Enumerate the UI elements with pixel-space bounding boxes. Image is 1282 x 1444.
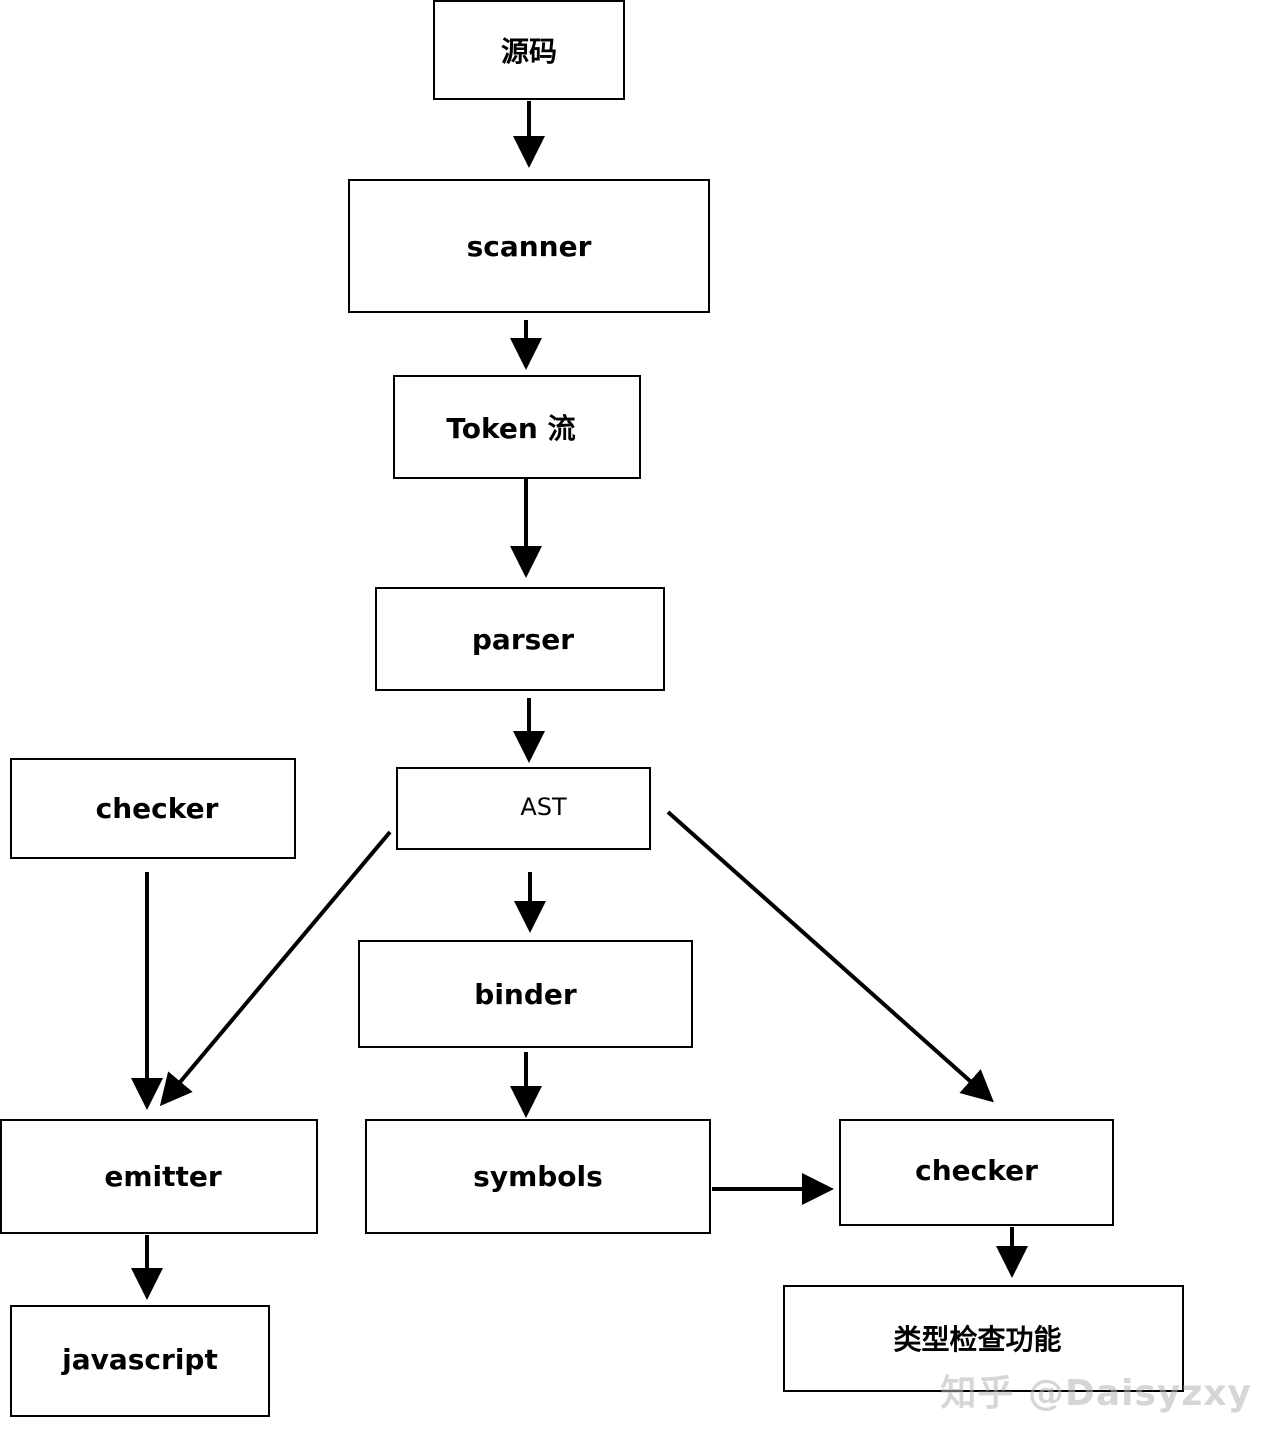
node-javascript-label: javascript: [62, 1342, 218, 1376]
node-parser: parser: [375, 587, 665, 691]
watermark: 知乎 @Daisyzxy: [940, 1373, 1252, 1414]
node-symbols-label: symbols: [473, 1160, 603, 1193]
node-emitter: emitter: [0, 1119, 318, 1234]
node-type-check: 类型检查功能: [783, 1285, 1184, 1392]
node-token-stream-label: Token 流: [446, 412, 576, 445]
node-type-check-label: 类型检查功能: [893, 1322, 1062, 1356]
node-ast-label: AST: [520, 792, 567, 821]
node-emitter-label: emitter: [104, 1160, 222, 1193]
arrow-ast-to-emitter: [159, 830, 392, 1107]
node-binder: binder: [358, 940, 693, 1048]
node-symbols: symbols: [365, 1119, 711, 1234]
node-scanner: scanner: [348, 179, 710, 313]
node-source-label: 源码: [500, 35, 557, 68]
node-scanner-label: scanner: [466, 229, 592, 263]
node-parser-label: parser: [471, 622, 575, 656]
node-checker-right-label: checker: [915, 1154, 1038, 1187]
node-binder-label: binder: [474, 977, 577, 1011]
node-source: 源码: [433, 0, 625, 100]
node-checker-right: checker: [839, 1119, 1114, 1226]
node-token-stream: Token 流: [393, 375, 641, 479]
node-javascript: javascript: [10, 1305, 270, 1417]
node-checker-left-label: checker: [95, 792, 219, 825]
node-ast: AST: [396, 767, 651, 850]
node-checker-left: checker: [10, 758, 296, 859]
arrow-ast-to-checker: [666, 810, 994, 1103]
